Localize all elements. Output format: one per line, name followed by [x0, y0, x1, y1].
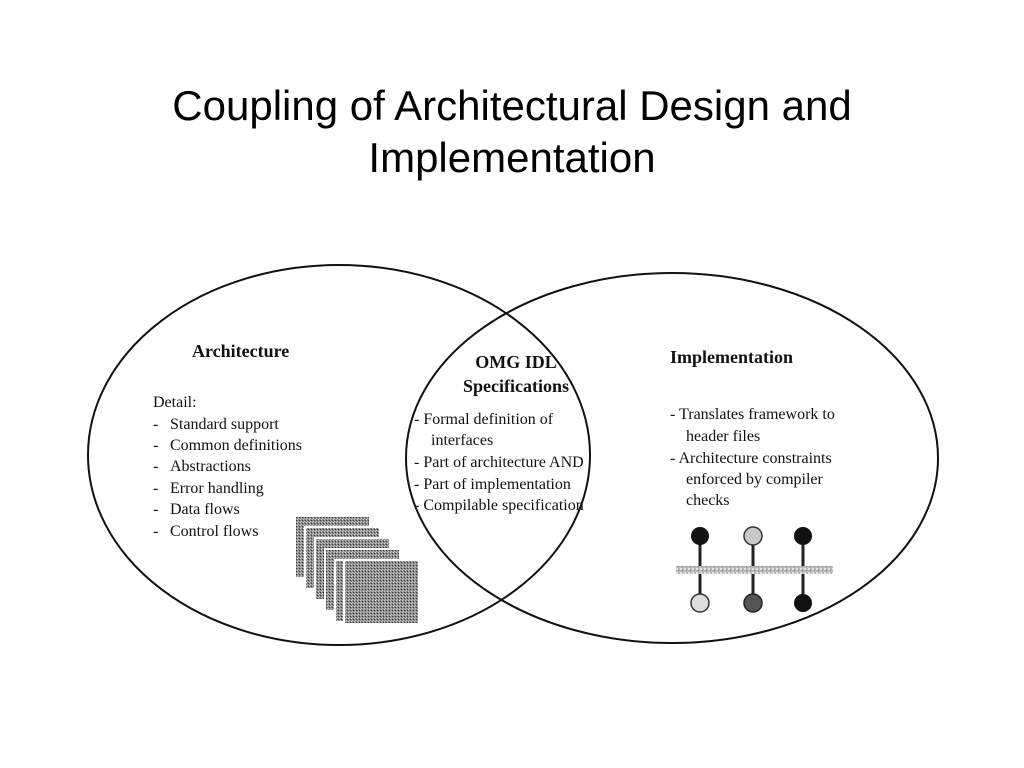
slide-title-line-1: Coupling of Architectural Design and — [172, 82, 852, 129]
idl-line: interfaces — [431, 432, 493, 449]
connector-pins-icon — [676, 526, 833, 613]
architecture-list-item: Abstractions — [170, 458, 251, 475]
architecture-list-dash: - — [153, 480, 158, 497]
implementation-line: header files — [686, 428, 760, 445]
architecture-list-dash: - — [153, 437, 158, 454]
slide-title-line-2: Implementation — [368, 134, 656, 181]
implementation-line: enforced by compiler — [686, 471, 824, 488]
architecture-list-item: Data flows — [170, 501, 240, 518]
architecture-list-item: Control flows — [170, 523, 258, 540]
architecture-list-item: Standard support — [170, 416, 279, 433]
architecture-list-dash: - — [153, 523, 158, 540]
architecture-circle — [87, 264, 591, 646]
slide-title: Coupling of Architectural Design and Imp… — [0, 80, 1024, 184]
implementation-line: checks — [686, 492, 730, 509]
implementation-line: - Architecture constraints — [670, 450, 832, 467]
architecture-list-dash: - — [153, 416, 158, 433]
idl-line: - Formal definition of — [414, 411, 554, 428]
architecture-list-dash: - — [153, 458, 158, 475]
architecture-list-item: Common definitions — [170, 437, 302, 454]
architecture-list-item: Error handling — [170, 480, 264, 497]
architecture-list-dash: - — [153, 501, 158, 518]
implementation-line: - Translates framework to — [670, 406, 835, 423]
idl-line: - Part of implementation — [414, 476, 571, 493]
architecture-detail-label: Detail: — [153, 394, 197, 411]
idl-line: - Part of architecture AND — [414, 454, 584, 471]
idl-line: - Compilable specification — [414, 497, 584, 514]
implementation-circle — [405, 272, 939, 644]
stacked-documents-icon — [294, 515, 420, 625]
architecture-heading: Architecture — [192, 341, 289, 361]
idl-heading-line-2: Specifications — [463, 376, 569, 396]
architecture-list: - Standard support - Common definitions … — [153, 416, 302, 540]
implementation-heading: Implementation — [670, 347, 793, 367]
idl-heading-line-1: OMG IDL — [475, 352, 557, 372]
